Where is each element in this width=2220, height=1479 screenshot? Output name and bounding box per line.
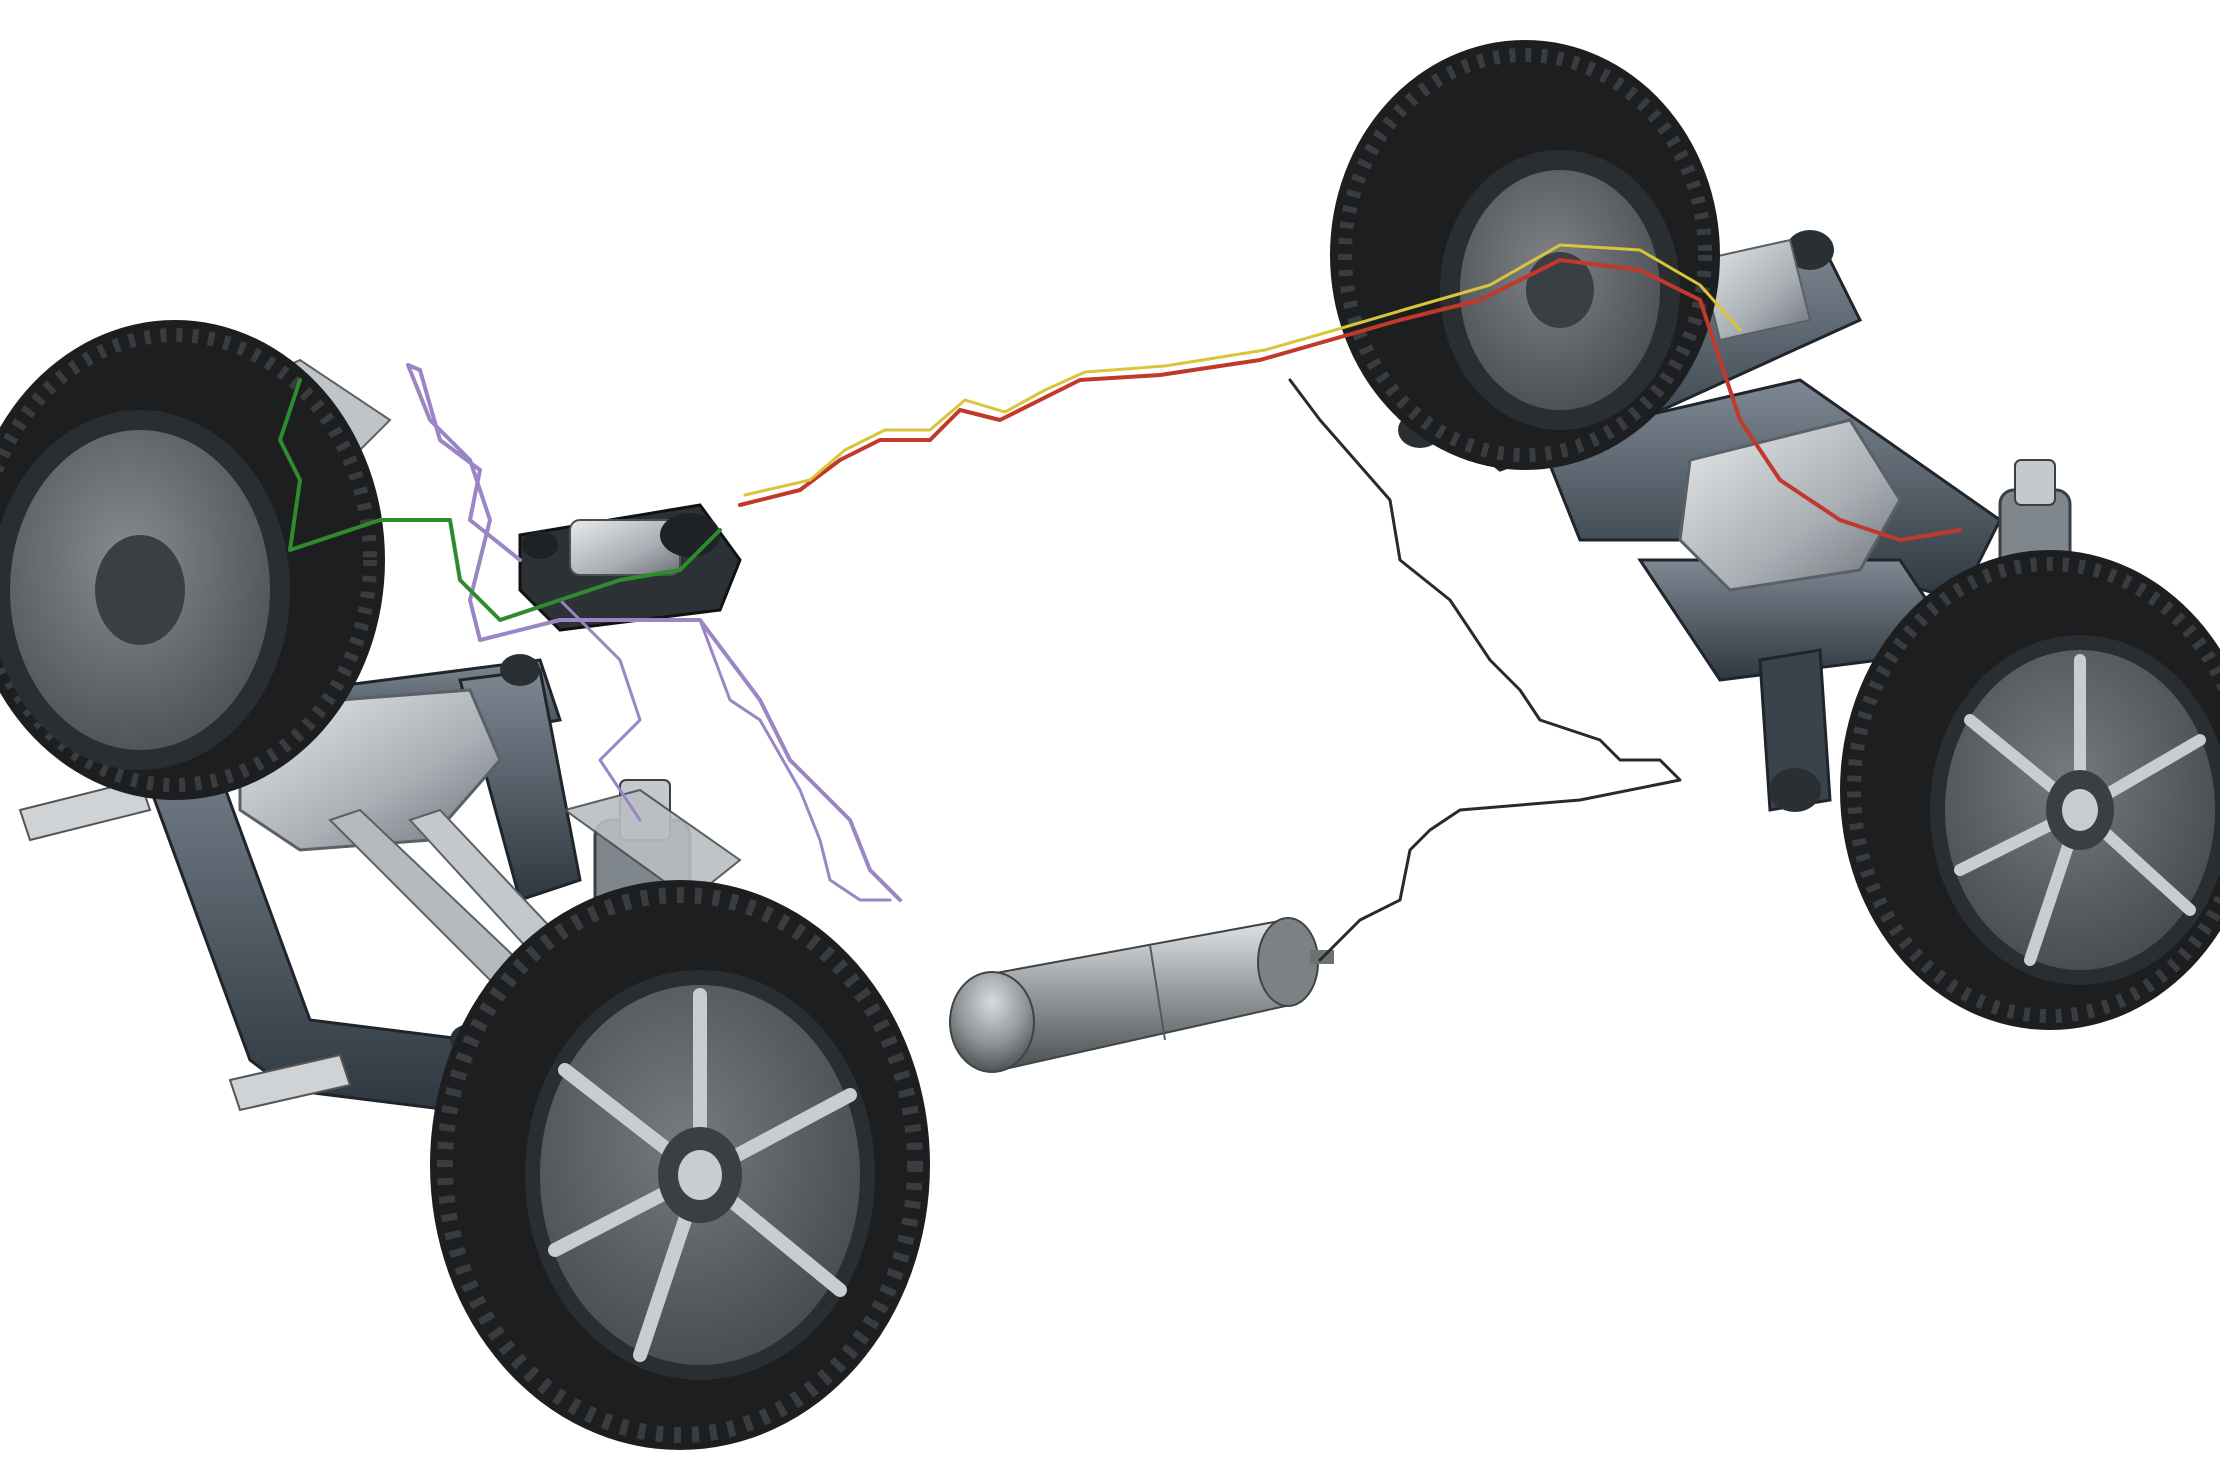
rear-right-wheel — [1840, 550, 2220, 1030]
front-right-wheel — [430, 880, 930, 1450]
rear-differential — [1678, 238, 2072, 612]
air-reservoir-tank — [949, 917, 1334, 1073]
air-compressor — [518, 503, 742, 632]
front-left-wheel — [0, 320, 385, 800]
air-lines — [278, 243, 1962, 962]
rear-left-wheel — [1330, 40, 1720, 470]
